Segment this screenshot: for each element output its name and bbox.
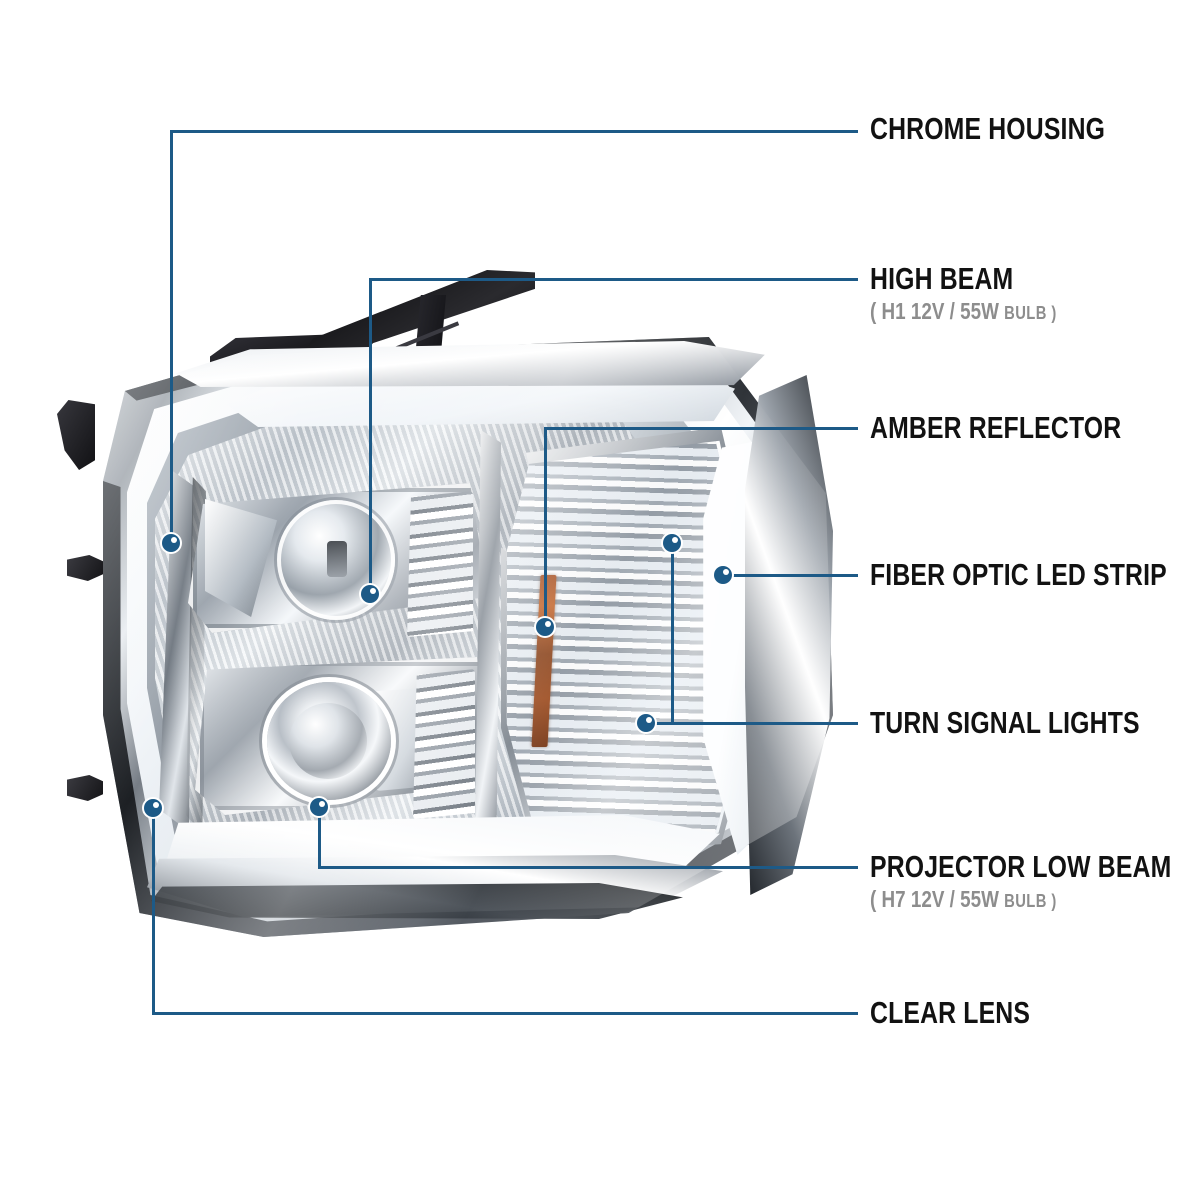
callout-label-turn-signal-lights: TURN SIGNAL LIGHTS: [870, 707, 1200, 738]
callout-title: PROJECTOR LOW BEAM: [870, 849, 1172, 884]
callout-subtitle-main: ( H7 12V / 55W: [870, 886, 1005, 912]
leader-line-chrome-housing-vertical: [170, 130, 173, 542]
leader-line-turn-signal-vertical: [671, 542, 674, 724]
leader-line-high-beam-horizontal: [369, 278, 858, 281]
leader-line-amber-reflector-vertical: [544, 427, 547, 627]
leader-line-low-beam-horizontal: [318, 866, 858, 869]
leader-line-clear-lens-vertical: [152, 808, 155, 1015]
callout-dot-clear-lens[interactable]: [142, 797, 164, 819]
projector-lens: [289, 703, 367, 779]
callout-dot-projector-low-beam[interactable]: [308, 796, 330, 818]
callout-title: CHROME HOUSING: [870, 111, 1106, 146]
callout-subtitle-small: BULB ): [1004, 303, 1057, 323]
callout-dot-turn-signal-lower[interactable]: [635, 712, 657, 734]
low-beam-chrome-fins: [413, 669, 475, 819]
right-chrome-edge: [745, 375, 833, 895]
leader-line-amber-reflector-horizontal: [544, 427, 858, 430]
leader-line-clear-lens-horizontal: [152, 1012, 858, 1015]
bottom-shadow-edge: [151, 883, 683, 919]
leader-line-chrome-housing-horizontal: [170, 130, 858, 133]
callout-label-projector-low-beam: PROJECTOR LOW BEAM ( H7 12V / 55W BULB ): [870, 851, 1200, 913]
callout-title: AMBER REFLECTOR: [870, 410, 1122, 445]
high-beam-bulb: [327, 541, 347, 577]
leader-line-low-beam-vertical: [318, 807, 321, 869]
callout-title: FIBER OPTIC LED STRIP: [870, 557, 1167, 592]
callout-dot-turn-signal-upper[interactable]: [661, 532, 683, 554]
callout-label-amber-reflector: AMBER REFLECTOR: [870, 412, 1184, 443]
callout-label-fiber-optic-led-strip: FIBER OPTIC LED STRIP: [870, 559, 1200, 590]
callout-label-clear-lens: CLEAR LENS: [870, 997, 1070, 1028]
callout-subtitle-main: ( H1 12V / 55W: [870, 298, 1005, 324]
leader-line-turn-signal-horizontal: [645, 722, 858, 725]
callout-dot-chrome-housing[interactable]: [160, 532, 182, 554]
callout-subtitle-small: BULB ): [1004, 891, 1057, 911]
housing-clip-middle: [67, 555, 103, 581]
leader-line-fiber-optic-horizontal: [722, 574, 858, 577]
callout-subtitle: ( H7 12V / 55W BULB ): [870, 888, 1179, 913]
callout-dot-fiber-optic[interactable]: [712, 564, 734, 586]
leader-line-high-beam-vertical: [369, 278, 372, 594]
callout-subtitle: ( H1 12V / 55W BULB ): [870, 300, 1057, 325]
housing-clip-top: [57, 400, 95, 470]
high-beam-chrome-fins: [407, 491, 473, 637]
callout-dot-amber-reflector[interactable]: [534, 616, 556, 638]
callout-title: HIGH BEAM: [870, 261, 1014, 296]
callout-label-chrome-housing: CHROME HOUSING: [870, 113, 1164, 144]
callout-title: CLEAR LENS: [870, 995, 1031, 1030]
callout-title: TURN SIGNAL LIGHTS: [870, 705, 1140, 740]
headlight-assembly-image: [53, 251, 835, 965]
housing-clip-lower: [67, 775, 103, 801]
callout-dot-high-beam[interactable]: [359, 583, 381, 605]
callout-label-high-beam: HIGH BEAM ( H1 12V / 55W BULB ): [870, 263, 1098, 325]
